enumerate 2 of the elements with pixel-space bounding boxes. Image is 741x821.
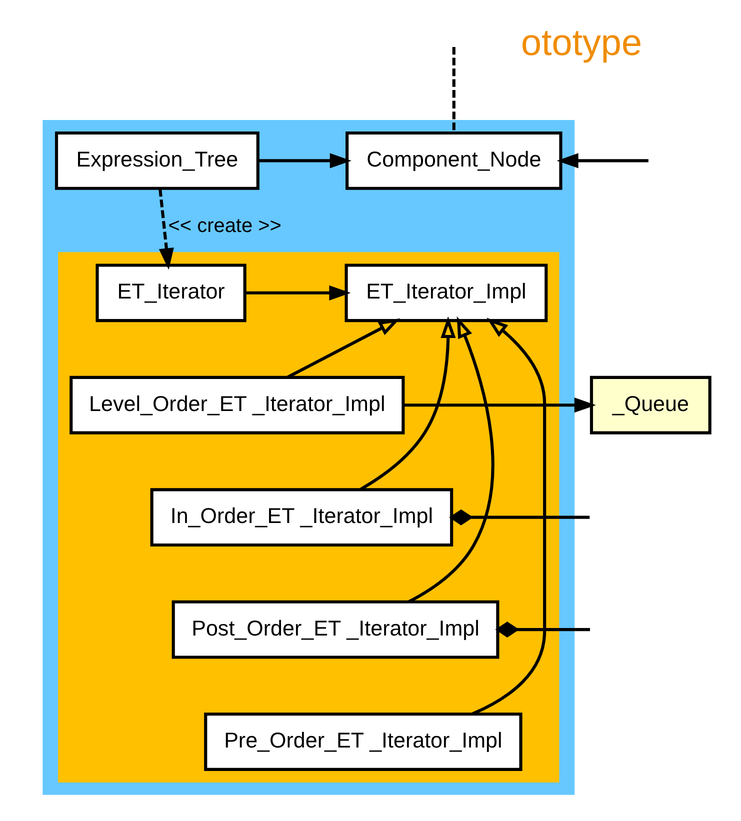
edge-label: << create >>	[168, 215, 282, 238]
label: ototype	[521, 22, 642, 63]
